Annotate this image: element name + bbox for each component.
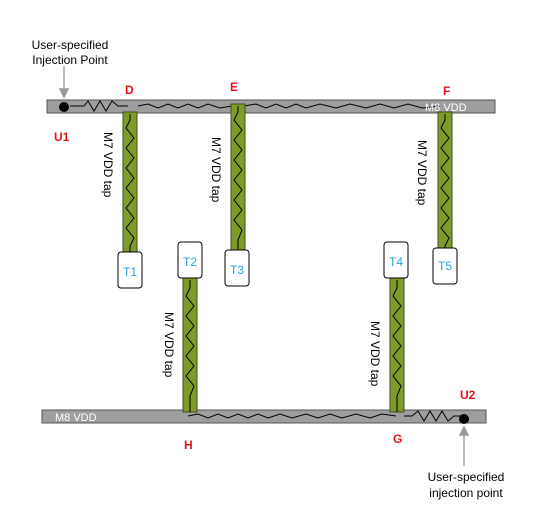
tap-d-t1 [122,111,138,253]
tap-t4-g [389,277,405,413]
node-label-e: E [230,80,238,94]
tap-f-t5 [437,111,453,253]
node-label-f: F [443,84,450,98]
tap-label-t2-h: M7 VDD tap [162,312,176,378]
callout-bottom-line-1: User-specified [428,470,505,484]
node-label-d: D [125,83,134,97]
terminal-label-t5: T5 [438,259,452,273]
terminal-label-t2: T2 [183,255,197,269]
terminal-t4-box [383,241,409,279]
tap-t2-h [182,277,198,413]
terminal-t3-box [224,249,250,287]
tap-label-f-t5: M7 VDD tap [415,140,429,206]
terminal-label-t1: T1 [123,265,137,279]
terminal-t2-box [177,241,203,279]
callout-top-line-1: User-specified [32,38,109,52]
top-m8-vdd-rail [46,99,496,114]
injection-point-u1-dot [59,102,69,112]
terminal-label-t4: T4 [389,255,403,269]
tap-label-e-t3: M7 VDD tap [209,137,223,203]
node-label-u2: U2 [460,388,476,402]
tap-label-t4-g: M7 VDD tap [368,321,382,387]
terminal-t5-box [432,247,458,285]
tap-e-t3 [230,103,246,253]
callout-top-line-2: Injection Point [32,53,108,67]
callout-bottom-line-2: injection point [429,486,503,500]
node-label-h: H [184,438,193,452]
top-rail-label: M8 VDD [425,102,467,114]
node-label-g: G [393,432,402,446]
injection-point-u2-dot [459,414,469,424]
terminal-t1-box [117,251,143,289]
bottom-rail-label: M8 VDD [55,412,97,424]
tap-label-d-t1: M7 VDD tap [101,132,115,198]
bottom-m8-vdd-rail [41,409,487,424]
node-label-u1: U1 [54,130,70,144]
terminal-label-t3: T3 [230,263,244,277]
